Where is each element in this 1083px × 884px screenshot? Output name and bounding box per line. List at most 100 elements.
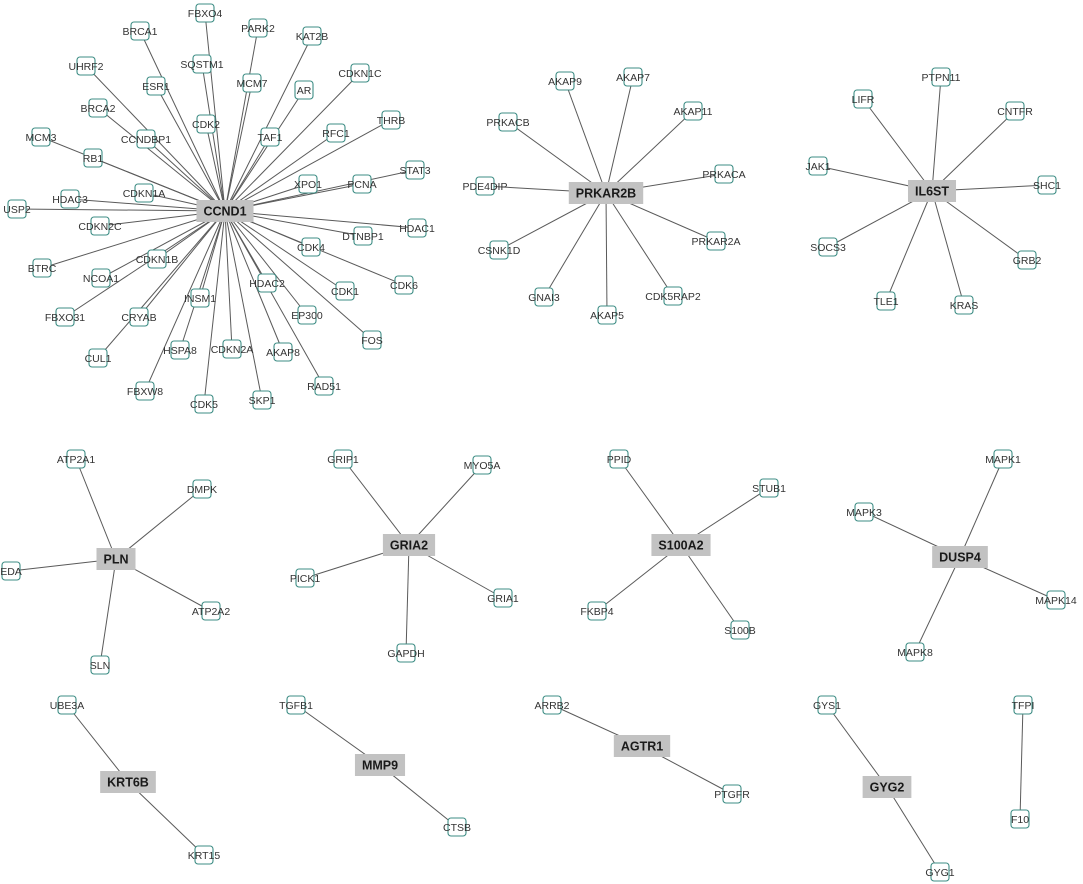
hub-node-gria2[interactable]: GRIA2	[382, 534, 436, 556]
gene-node-gys1[interactable]: GYS1	[813, 695, 841, 715]
gene-node-cdkn1a[interactable]: CDKN1A	[123, 183, 166, 203]
gene-node-shc1[interactable]: SHC1	[1033, 175, 1061, 195]
gene-node-rb1[interactable]: RB1	[83, 148, 104, 168]
gene-node-mapk14[interactable]: MAPK14	[1035, 590, 1077, 610]
gene-node-cdk5rap2[interactable]: CDK5RAP2	[645, 286, 701, 306]
gene-node-fkbp4[interactable]: FKBP4	[580, 601, 614, 621]
gene-node-btrc[interactable]: BTRC	[28, 258, 57, 278]
gene-node-arrb2[interactable]: ARRB2	[534, 695, 570, 715]
gene-node-hdac3[interactable]: HDAC3	[52, 189, 88, 209]
gene-node-skp1[interactable]: SKP1	[249, 390, 276, 410]
gene-node-fos[interactable]: FOS	[361, 330, 383, 350]
hub-node-ccnd1[interactable]: CCND1	[196, 200, 254, 222]
gene-node-csnk1d[interactable]: CSNK1D	[478, 240, 521, 260]
gene-node-hdac1[interactable]: HDAC1	[399, 218, 435, 238]
gene-node-fbxo31[interactable]: FBXO31	[45, 307, 85, 327]
gene-node-ccndbp1[interactable]: CCNDBP1	[121, 129, 171, 149]
gene-node-cdk2[interactable]: CDK2	[192, 114, 220, 134]
gene-node-hspa8[interactable]: HSPA8	[163, 340, 197, 360]
gene-node-akap7[interactable]: AKAP7	[616, 67, 650, 87]
gene-node-gria1[interactable]: GRIA1	[487, 588, 519, 608]
gene-node-mcm7[interactable]: MCM7	[237, 73, 268, 93]
gene-node-cntfr[interactable]: CNTFR	[997, 101, 1033, 121]
gene-node-mapk1[interactable]: MAPK1	[985, 449, 1021, 469]
hub-node-il6st[interactable]: IL6ST	[907, 180, 957, 202]
gene-node-ep300[interactable]: EP300	[291, 305, 323, 325]
gene-node-ncoa1[interactable]: NCOA1	[83, 268, 119, 288]
gene-node-akap8[interactable]: AKAP8	[266, 342, 300, 362]
gene-node-cdk1[interactable]: CDK1	[331, 281, 359, 301]
gene-node-brca2[interactable]: BRCA2	[80, 98, 116, 118]
gene-node-akap5[interactable]: AKAP5	[590, 305, 624, 325]
gene-node-krt15[interactable]: KRT15	[188, 845, 221, 865]
gene-node-cul1[interactable]: CUL1	[85, 348, 112, 368]
gene-node-pcna[interactable]: PCNA	[347, 174, 377, 194]
gene-node-mapk3[interactable]: MAPK3	[846, 502, 882, 522]
gene-node-tle1[interactable]: TLE1	[873, 291, 899, 311]
gene-node-kat2b[interactable]: KAT2B	[296, 26, 328, 46]
gene-node-eda[interactable]: EDA	[0, 561, 22, 581]
gene-node-gnai3[interactable]: GNAI3	[528, 287, 560, 307]
gene-node-dmpk[interactable]: DMPK	[187, 479, 217, 499]
gene-node-grb2[interactable]: GRB2	[1013, 250, 1042, 270]
gene-node-ppid[interactable]: PPID	[607, 449, 632, 469]
hub-node-prkar2b[interactable]: PRKAR2B	[568, 182, 644, 204]
gene-node-lifr[interactable]: LIFR	[852, 89, 875, 109]
gene-node-kras[interactable]: KRAS	[950, 295, 979, 315]
gene-node-ptgfr[interactable]: PTGFR	[714, 784, 750, 804]
gene-node-prkacb[interactable]: PRKACB	[486, 112, 530, 132]
gene-node-tfpi[interactable]: TFPI	[1012, 695, 1035, 715]
hub-node-s100a2[interactable]: S100A2	[651, 534, 711, 556]
gene-node-ctsb[interactable]: CTSB	[443, 817, 471, 837]
gene-node-stat3[interactable]: STAT3	[399, 160, 431, 180]
gene-node-prkar2a[interactable]: PRKAR2A	[691, 231, 741, 251]
gene-node-esr1[interactable]: ESR1	[142, 76, 170, 96]
gene-node-s100b[interactable]: S100B	[724, 620, 756, 640]
gene-node-jak1[interactable]: JAK1	[805, 156, 831, 176]
gene-node-cdk5[interactable]: CDK5	[190, 394, 218, 414]
gene-node-ar[interactable]: AR	[294, 80, 314, 100]
gene-node-fbxw8[interactable]: FBXW8	[127, 381, 163, 401]
gene-node-tgfb1[interactable]: TGFB1	[279, 695, 313, 715]
gene-node-sqstm1[interactable]: SQSTM1	[180, 54, 224, 74]
gene-node-grip1[interactable]: GRIP1	[327, 449, 359, 469]
hub-node-agtr1[interactable]: AGTR1	[613, 735, 671, 757]
gene-node-pick1[interactable]: PICK1	[290, 568, 321, 588]
gene-node-socs3[interactable]: SOCS3	[810, 237, 846, 257]
gene-node-rfc1[interactable]: RFC1	[322, 123, 350, 143]
gene-node-rad51[interactable]: RAD51	[307, 376, 341, 396]
gene-node-prkaca[interactable]: PRKACA	[702, 164, 746, 184]
gene-node-cdkn1c[interactable]: CDKN1C	[338, 63, 382, 83]
gene-node-ptpn11[interactable]: PTPN11	[922, 67, 961, 87]
gene-node-stub1[interactable]: STUB1	[752, 478, 786, 498]
gene-node-gapdh[interactable]: GAPDH	[387, 643, 425, 663]
gene-node-brca1[interactable]: BRCA1	[122, 21, 158, 41]
gene-node-akap11[interactable]: AKAP11	[674, 101, 713, 121]
gene-node-fbxo4[interactable]: FBXO4	[188, 3, 223, 23]
gene-node-hdac2[interactable]: HDAC2	[249, 273, 285, 293]
gene-node-sln[interactable]: SLN	[90, 655, 110, 675]
gene-node-pde4dip[interactable]: PDE4DIP	[463, 176, 508, 196]
gene-node-myo5a[interactable]: MYO5A	[464, 455, 501, 475]
gene-node-mcm3[interactable]: MCM3	[26, 127, 57, 147]
hub-node-dusp4[interactable]: DUSP4	[932, 546, 988, 568]
hub-node-pln[interactable]: PLN	[96, 548, 136, 570]
gene-node-park2[interactable]: PARK2	[241, 18, 275, 38]
hub-node-krt6b[interactable]: KRT6B	[100, 771, 156, 793]
hub-node-gyg2[interactable]: GYG2	[862, 776, 912, 798]
hub-node-mmp9[interactable]: MMP9	[354, 754, 406, 776]
gene-node-usp2[interactable]: USP2	[3, 199, 31, 219]
gene-node-cdk4[interactable]: CDK4	[297, 237, 325, 257]
gene-node-akap9[interactable]: AKAP9	[548, 71, 582, 91]
gene-node-taf1[interactable]: TAF1	[258, 127, 283, 147]
gene-node-ube3a[interactable]: UBE3A	[50, 695, 84, 715]
gene-node-cdk6[interactable]: CDK6	[390, 275, 418, 295]
gene-node-uhrf2[interactable]: UHRF2	[68, 56, 104, 76]
gene-node-atp2a2[interactable]: ATP2A2	[192, 601, 230, 621]
gene-node-mapk8[interactable]: MAPK8	[897, 642, 933, 662]
gene-node-cdkn1b[interactable]: CDKN1B	[136, 249, 179, 269]
gene-node-cdkn2a[interactable]: CDKN2A	[211, 339, 254, 359]
gene-node-gyg1[interactable]: GYG1	[925, 862, 955, 882]
gene-node-dtnbp1[interactable]: DTNBP1	[342, 226, 384, 246]
gene-node-f10[interactable]: F10	[1010, 809, 1030, 829]
